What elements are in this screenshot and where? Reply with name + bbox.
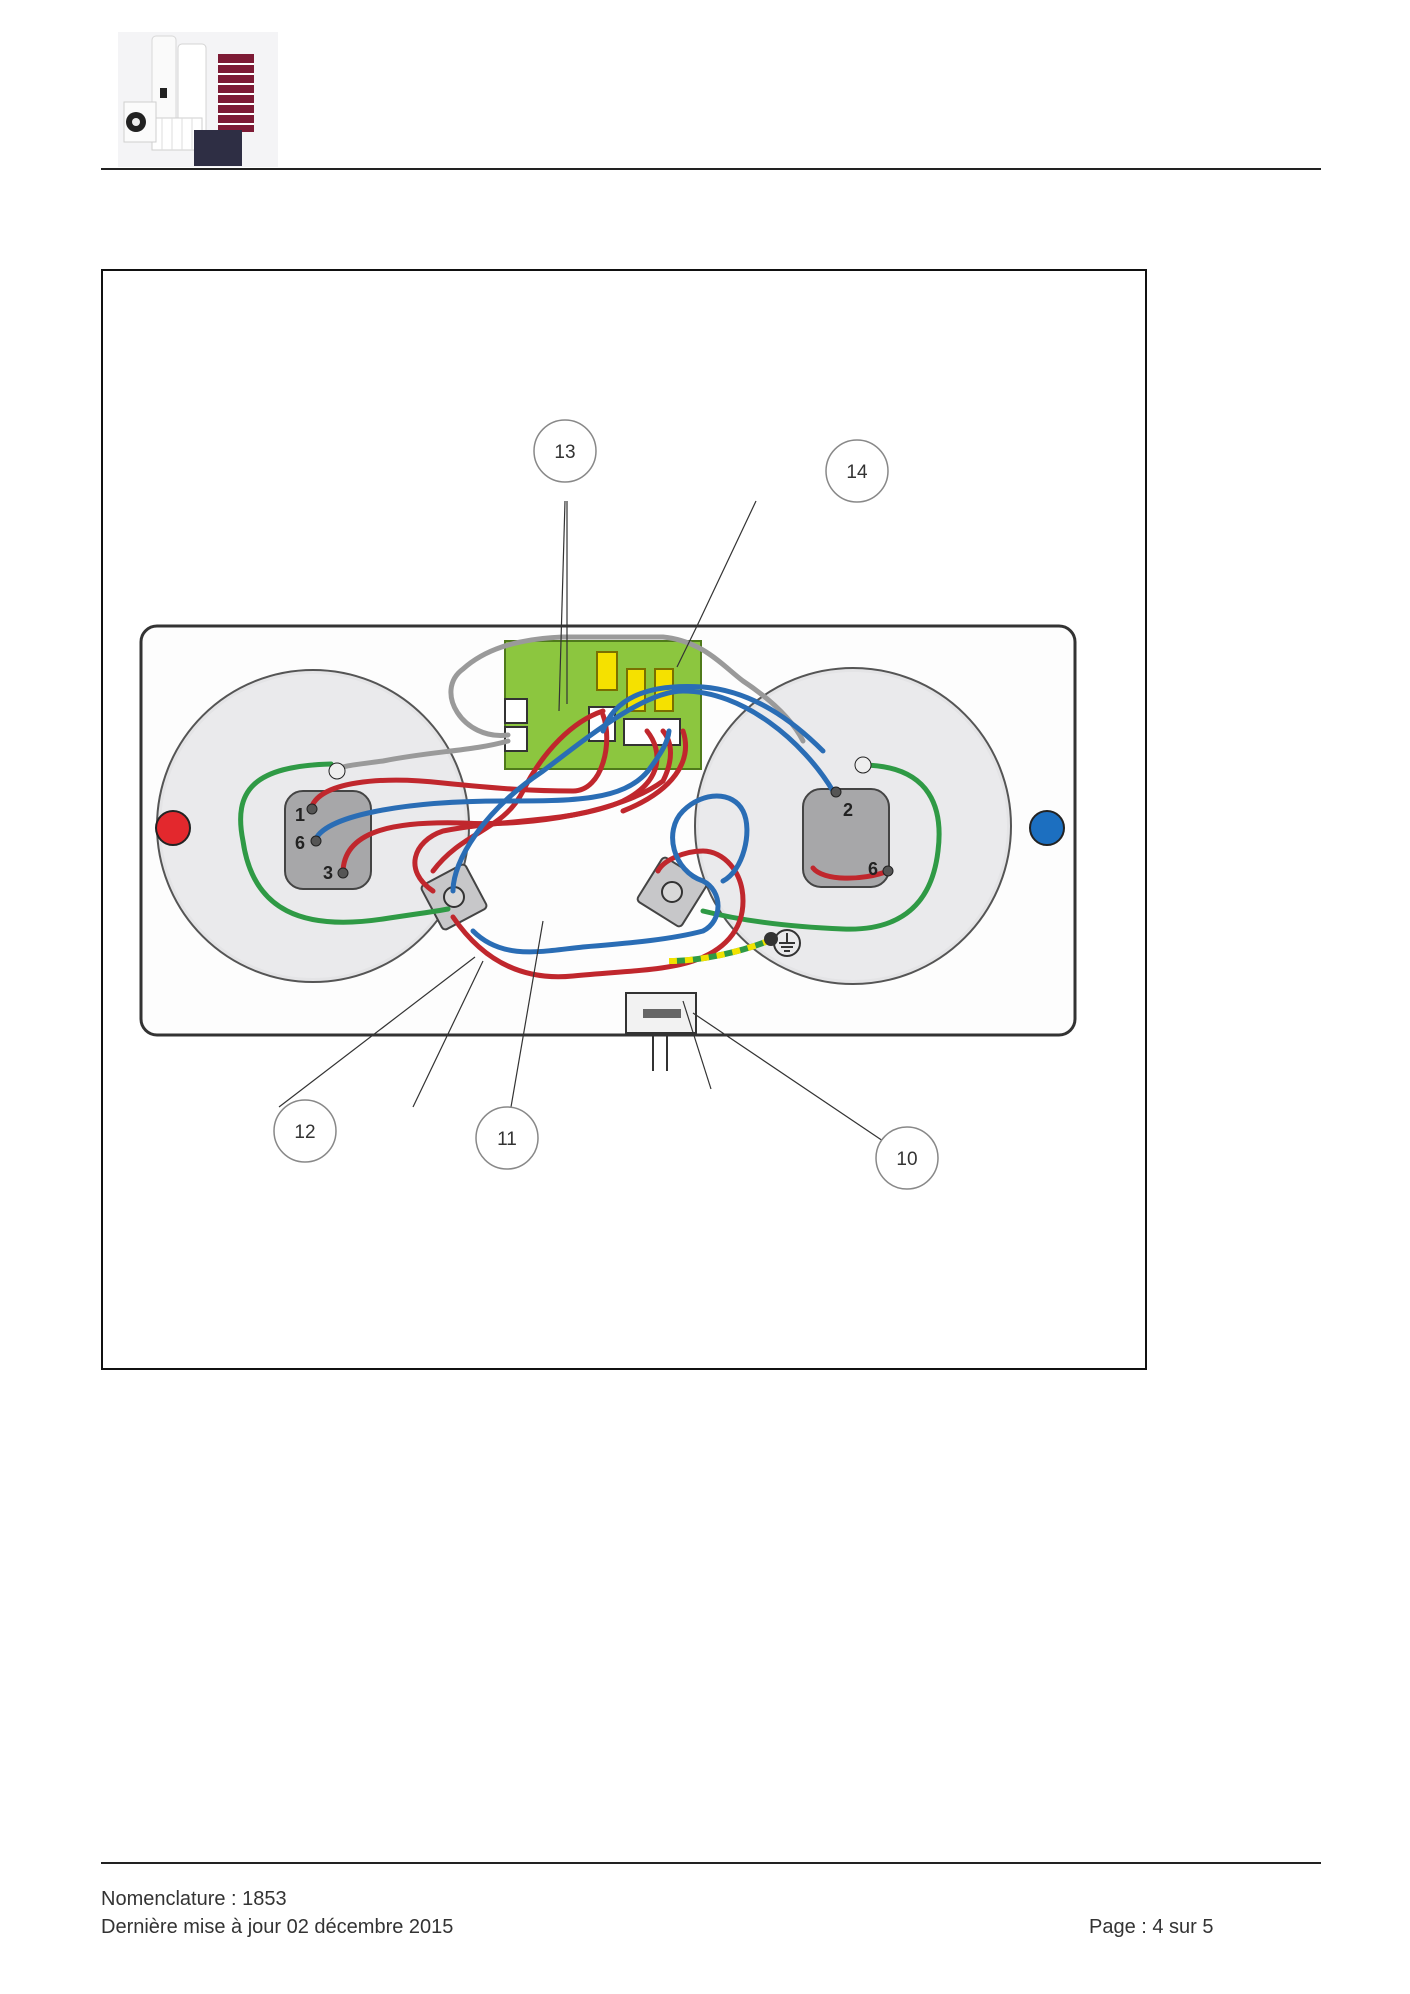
- callout-14: 14: [846, 462, 868, 483]
- callout-10: 10: [896, 1149, 917, 1170]
- terminal-label-right-2: 2: [843, 800, 853, 820]
- wiring-diagram: 1 6 3 2 6 13 14 12 11: [101, 269, 1147, 1370]
- terminal-label-left-3: 3: [323, 863, 333, 883]
- footer-updated-date: Dernière mise à jour 02 décembre 2015: [101, 1916, 454, 1938]
- header-rule: [101, 168, 1321, 170]
- brand-logo: [118, 32, 278, 167]
- terminal-label-left-6: 6: [295, 833, 305, 853]
- footer-rule: [101, 1862, 1321, 1864]
- footer-page-number: Page : 4 sur 5: [1089, 1916, 1214, 1938]
- callout-13: 13: [554, 442, 575, 463]
- hot-indicator: [155, 810, 191, 846]
- callout-12: 12: [294, 1122, 315, 1143]
- callout-11: 11: [497, 1129, 517, 1150]
- right-terminal-block: [802, 788, 890, 888]
- footer-nomenclature: Nomenclature : 1853: [101, 1888, 287, 1910]
- terminal-label-right-6: 6: [868, 859, 878, 879]
- earth-symbol-icon: [773, 929, 801, 957]
- cold-indicator: [1029, 810, 1065, 846]
- terminal-label-left-1: 1: [295, 805, 305, 825]
